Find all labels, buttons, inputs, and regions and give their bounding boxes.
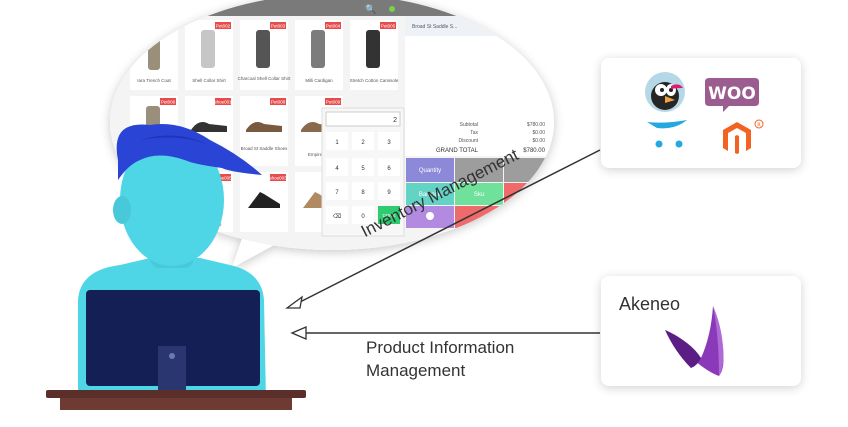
key-8[interactable]: 8 (361, 190, 365, 196)
product-name: Stretch Cotton Camisole (350, 78, 399, 83)
tax-value: $0.00 (532, 130, 545, 136)
pos-screenshot: 🔍 Broad St Saddle S... Subtotal $780.00 … (110, 0, 554, 250)
user-icon (426, 212, 434, 220)
monitor (86, 290, 260, 386)
quantity-button[interactable] (406, 158, 454, 182)
desk-front (60, 398, 292, 410)
keypad: 2 1 2 3 4 5 6 7 8 (321, 107, 405, 237)
product-badge: shoe005 (214, 176, 232, 181)
person-illustration (0, 0, 330, 422)
product-badge: Pet005 (381, 24, 396, 29)
product-badge: Pet003 (271, 24, 286, 29)
ecommerce-platforms-card: WOO R (601, 58, 801, 168)
product-badge: Pet006 (161, 100, 176, 105)
product-badge: Pet004 (326, 24, 341, 29)
person-ear (113, 196, 131, 224)
inventory-arrow-line (299, 149, 601, 303)
product-information-label-line2: Management (366, 361, 466, 380)
key-0[interactable]: 0 (361, 214, 365, 220)
product-name: Iara Trench Coat (137, 78, 171, 83)
barcode-button[interactable] (406, 183, 454, 205)
status-dot (389, 6, 395, 12)
akeneo-card: Akeneo (601, 276, 801, 386)
product-name: Charcoal Shell Collar Shirt (238, 76, 292, 81)
magento-icon: R (723, 119, 764, 154)
heel-icon (248, 192, 280, 208)
cart-item: Broad St Saddle S... (412, 24, 457, 30)
product-badge: shoe003 (269, 176, 287, 181)
key-7[interactable]: 7 (335, 190, 339, 196)
done-button-label: DONE (382, 213, 395, 218)
subtotal-label: Subtotal (460, 122, 478, 128)
key-4[interactable]: 4 (335, 166, 339, 172)
barcode-button-label: Barcode (419, 192, 442, 198)
inventory-arrow-head (285, 295, 303, 309)
prestashop-icon (645, 72, 685, 112)
desk-top (46, 390, 306, 398)
product-name: Broad St Saddle Shoes (241, 146, 289, 151)
product-badge: shoe001 (214, 100, 232, 105)
woocommerce-icon: WOO (705, 78, 759, 112)
tax-label: Tax (470, 130, 478, 136)
key-6[interactable]: 6 (387, 166, 391, 172)
key-5[interactable]: 5 (361, 166, 365, 172)
product-name: Shell Collar Shirt (192, 78, 226, 83)
svg-text:R: R (757, 122, 761, 128)
monitor-led (169, 353, 175, 359)
sku-button-label: Sku (474, 192, 484, 198)
grand-total-value: $780.00 (523, 148, 545, 154)
shoe-icon (191, 122, 227, 132)
subtotal-value: $780.00 (527, 122, 545, 128)
search-icon: 🔍 (365, 3, 376, 15)
person-head (120, 134, 224, 266)
quantity-button-label: Quantity (419, 168, 441, 174)
key-1[interactable]: 1 (335, 140, 339, 146)
discount-label: Discount (459, 138, 479, 144)
key-backspace[interactable]: ⌫ (333, 213, 342, 220)
done-button[interactable] (378, 206, 400, 224)
key-3[interactable]: 3 (387, 140, 391, 146)
product-information-label-line1: Product Information (366, 338, 515, 357)
product-name: Empire (308, 152, 323, 157)
keypad-display-value: 2 (393, 117, 397, 124)
discount-value: $0.00 (532, 138, 545, 144)
product-badge: Pet008 (271, 100, 286, 105)
opencart-icon (647, 120, 687, 148)
akeneo-icon (665, 306, 724, 376)
keypad-display[interactable] (325, 111, 401, 127)
pim-arrow-head (290, 326, 307, 340)
product-name: Milli Cardigan (305, 78, 333, 83)
product-badge: Pet009 (326, 100, 341, 105)
key-2[interactable]: 2 (361, 140, 365, 146)
akeneo-label: Akeneo (619, 294, 681, 314)
sku-button[interactable] (455, 183, 503, 205)
shoe-icon (246, 122, 282, 132)
product-badge: Pet002 (216, 24, 231, 29)
key-9[interactable]: 9 (387, 190, 391, 196)
woocommerce-label: WOO (708, 84, 756, 104)
grand-total-label: GRAND TOTAL (436, 148, 479, 154)
